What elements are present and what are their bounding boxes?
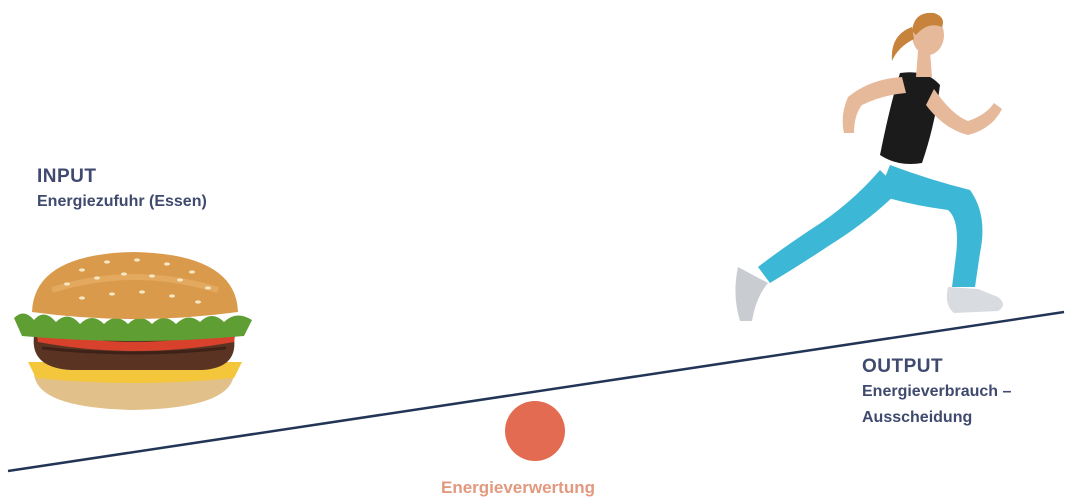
input-subtitle: Energiezufuhr (Essen) bbox=[37, 189, 207, 215]
output-label: OUTPUT Energieverbrauch – Ausscheidung bbox=[862, 355, 1011, 431]
fulcrum-circle bbox=[505, 401, 565, 461]
output-subtitle-line2: Ausscheidung bbox=[862, 405, 1011, 431]
input-label: INPUT Energiezufuhr (Essen) bbox=[37, 165, 207, 215]
input-heading: INPUT bbox=[37, 165, 207, 189]
runner-icon bbox=[730, 5, 1020, 325]
fulcrum-label: Energieverwertung bbox=[441, 478, 595, 497]
output-heading: OUTPUT bbox=[862, 355, 1011, 379]
hamburger-icon bbox=[12, 250, 257, 420]
output-subtitle-line1: Energieverbrauch – bbox=[862, 379, 1011, 405]
